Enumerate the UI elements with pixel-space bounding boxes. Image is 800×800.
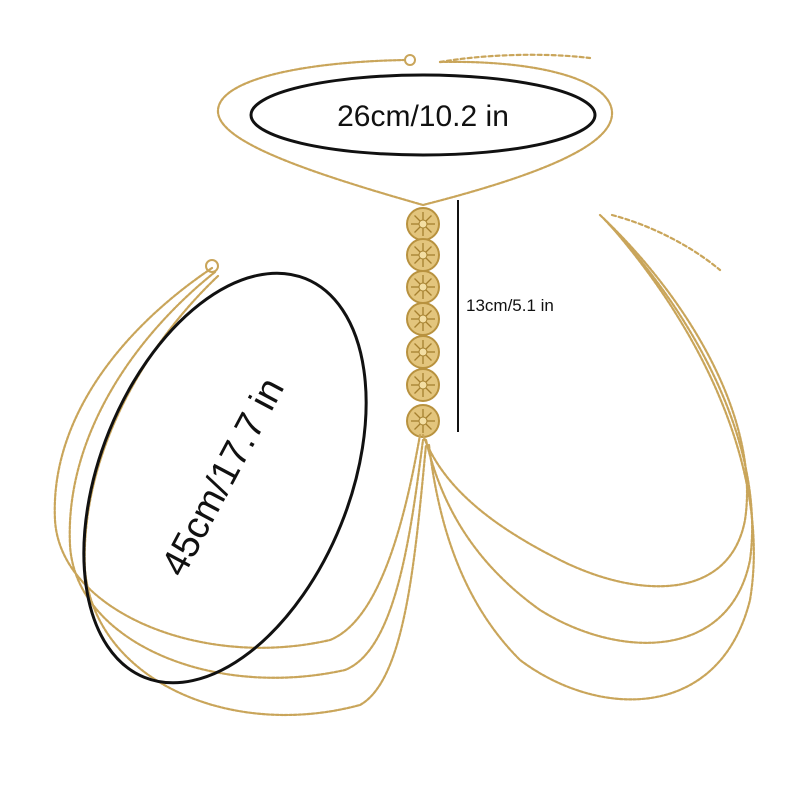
neck-measure-ellipse bbox=[249, 73, 597, 157]
medallion bbox=[406, 335, 440, 369]
medallion bbox=[406, 207, 440, 241]
medallion bbox=[406, 238, 440, 272]
clasp-icon bbox=[205, 259, 219, 273]
drop-length-label: 13cm/5.1 in bbox=[466, 296, 554, 315]
neck-length-label: 26cm/10.2 in bbox=[337, 100, 509, 133]
neck-chain bbox=[216, 53, 614, 207]
drape-measure-ellipse bbox=[82, 271, 368, 685]
medallion bbox=[406, 270, 440, 304]
right-drape-chains bbox=[421, 213, 755, 701]
left-drape-chains bbox=[53, 259, 428, 717]
medallion bbox=[406, 368, 440, 402]
medallion-column bbox=[406, 207, 440, 438]
clasp-icon bbox=[404, 54, 416, 66]
medallion bbox=[406, 302, 440, 336]
medallion bbox=[406, 404, 440, 438]
drape-length-label: 45cm/17.7 in bbox=[154, 371, 293, 583]
